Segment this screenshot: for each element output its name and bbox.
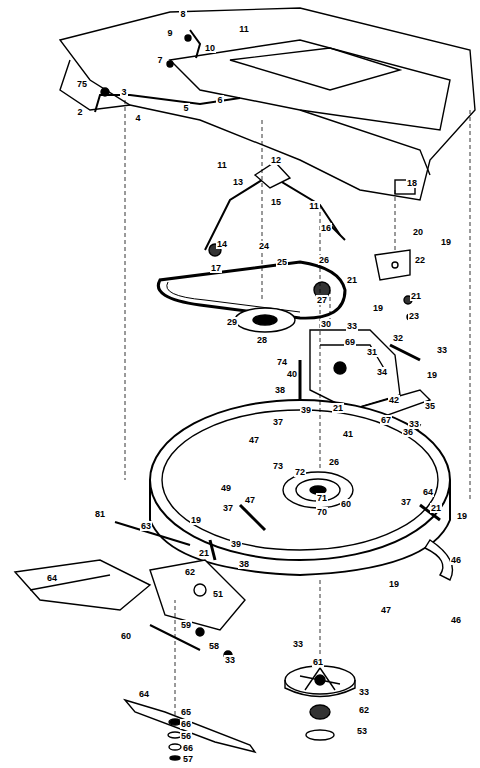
callout-number: 74 [276, 357, 288, 367]
callout-number: 36 [402, 427, 414, 437]
callout-number: 46 [450, 555, 462, 565]
callout-number: 81 [94, 509, 106, 519]
callout-number: 49 [220, 483, 232, 493]
callout-number: 21 [198, 548, 210, 558]
callout-number: 12 [270, 155, 282, 165]
callout-number: 15 [270, 197, 282, 207]
callout-number: 29 [226, 317, 238, 327]
callout-number: 11 [216, 160, 228, 170]
callout-number: 65 [180, 707, 192, 717]
callout-number: 21 [430, 503, 442, 513]
callout-number: 27 [316, 295, 328, 305]
callout-number: 14 [216, 239, 228, 249]
callout-number: 63 [140, 521, 152, 531]
callout-number: 46 [450, 615, 462, 625]
callout-number: 11 [308, 201, 320, 211]
callout-number: 6 [216, 95, 223, 105]
callout-number: 62 [184, 567, 196, 577]
callout-number: 41 [342, 429, 354, 439]
callout-number: 71 [316, 493, 328, 503]
callout-number: 38 [238, 559, 250, 569]
callout-number: 37 [272, 417, 284, 427]
callout-number: 40 [286, 369, 298, 379]
callout-number: 8 [179, 9, 186, 19]
callout-number: 30 [320, 319, 332, 329]
callout-number: 13 [232, 177, 244, 187]
callout-number: 34 [376, 367, 388, 377]
callout-number: 11 [238, 24, 250, 34]
callout-number: 69 [344, 337, 356, 347]
callout-number: 35 [424, 401, 436, 411]
callout-number: 10 [204, 43, 216, 53]
callout-number: 33 [346, 321, 358, 331]
callout-number: 32 [392, 333, 404, 343]
callout-number: 21 [332, 403, 344, 413]
callout-number: 72 [294, 467, 306, 477]
callout-number: 62 [358, 705, 370, 715]
callout-number: 37 [400, 497, 412, 507]
callout-number: 61 [312, 657, 324, 667]
callout-number: 64 [46, 573, 58, 583]
callout-number: 19 [190, 515, 202, 525]
callout-number: 64 [422, 487, 434, 497]
callout-number: 33 [358, 687, 370, 697]
callout-number: 4 [134, 113, 141, 123]
callout-number: 9 [166, 28, 173, 38]
callout-number: 33 [292, 639, 304, 649]
callout-number: 66 [182, 743, 194, 753]
callout-number: 60 [120, 631, 132, 641]
callout-number: 70 [316, 507, 328, 517]
callout-number: 19 [440, 237, 452, 247]
callout-number: 38 [274, 385, 286, 395]
callout-number: 26 [328, 457, 340, 467]
callout-number: 47 [380, 605, 392, 615]
callout-number: 58 [208, 641, 220, 651]
callout-number: 57 [182, 754, 194, 764]
callout-number: 37 [222, 503, 234, 513]
callout-number: 33 [436, 345, 448, 355]
callout-number: 33 [224, 655, 236, 665]
callout-number: 19 [388, 579, 400, 589]
callout-number: 24 [258, 241, 270, 251]
callout-number: 59 [180, 620, 192, 630]
callout-number: 73 [272, 461, 284, 471]
callout-number: 21 [410, 291, 422, 301]
callout-number: 51 [212, 589, 224, 599]
callout-number: 67 [380, 415, 392, 425]
callout-number: 66 [180, 719, 192, 729]
callout-number: 25 [276, 257, 288, 267]
callout-number: 60 [340, 499, 352, 509]
callout-number: 7 [156, 55, 163, 65]
callout-number: 56 [180, 731, 192, 741]
callout-number: 19 [426, 370, 438, 380]
callout-number: 47 [248, 435, 260, 445]
callout-number: 20 [412, 227, 424, 237]
callout-number: 39 [230, 539, 242, 549]
callout-number: 3 [120, 87, 127, 97]
callout-number: 2 [76, 107, 83, 117]
callout-number: 19 [372, 303, 384, 313]
callout-number: 28 [256, 335, 268, 345]
callout-number: 23 [408, 311, 420, 321]
callout-number: 17 [210, 263, 222, 273]
callout-number: 5 [182, 103, 189, 113]
callout-number: 16 [320, 223, 332, 233]
callout-number: 64 [138, 689, 150, 699]
callout-number: 22 [414, 255, 426, 265]
callout-number: 53 [356, 726, 368, 736]
callout-number: 47 [244, 495, 256, 505]
callout-number: 21 [346, 275, 358, 285]
callout-number: 75 [76, 79, 88, 89]
callout-number: 18 [406, 178, 418, 188]
callout-number: 19 [456, 511, 468, 521]
callout-number: 31 [366, 347, 378, 357]
callout-number: 42 [388, 395, 400, 405]
callout-number: 26 [318, 255, 330, 265]
callout-number: 39 [300, 405, 312, 415]
